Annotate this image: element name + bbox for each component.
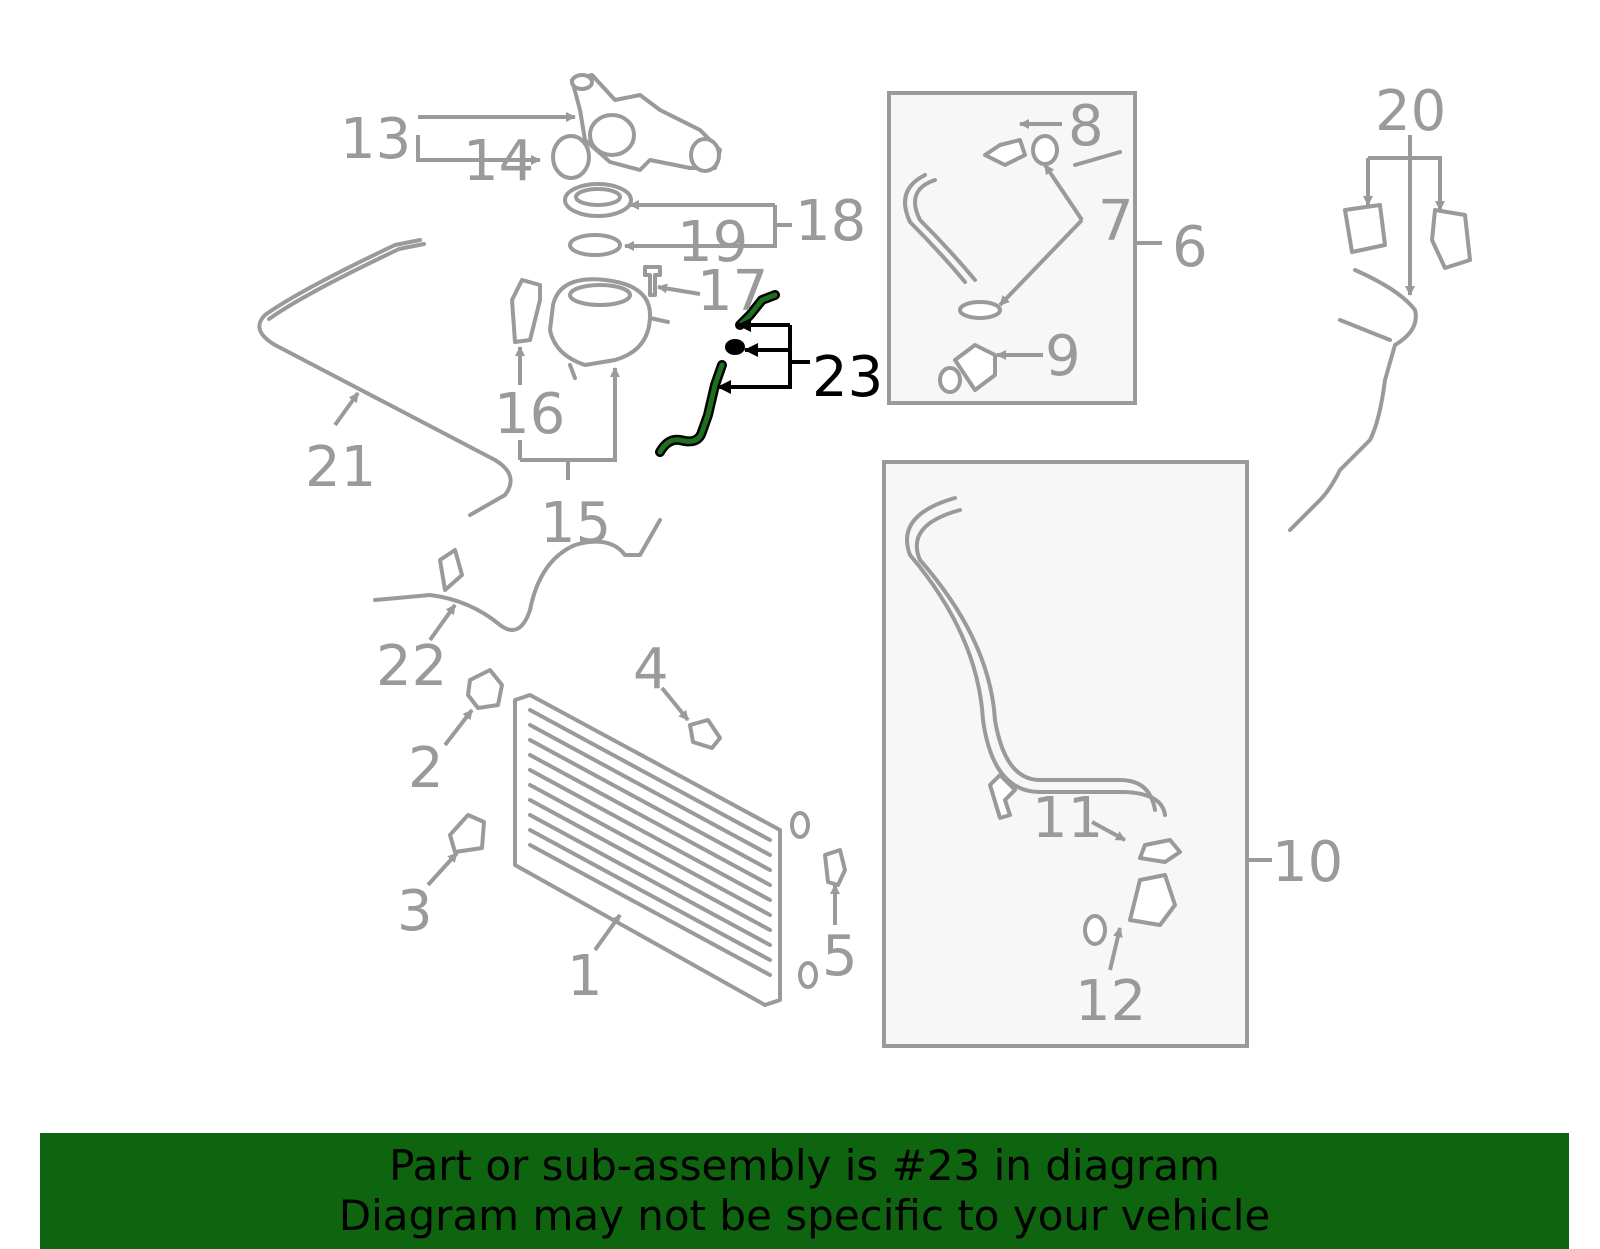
label-9: 9	[1045, 324, 1081, 389]
label-3: 3	[397, 879, 433, 944]
leader-lines	[333, 112, 1445, 971]
label-12: 12	[1075, 969, 1146, 1034]
label-19: 19	[677, 210, 748, 275]
part-elbow-9[interactable]	[953, 343, 997, 392]
part-sensor-16[interactable]	[510, 278, 542, 344]
part-gasket-14[interactable]	[551, 134, 591, 180]
label-11: 11	[1032, 786, 1103, 851]
part-sensor-4[interactable]	[688, 718, 722, 750]
label-6: 6	[1172, 215, 1208, 280]
label-7: 7	[1098, 189, 1134, 254]
label-8: 8	[1068, 94, 1104, 159]
label-23: 23	[812, 345, 883, 410]
group-box-10	[882, 460, 1249, 1048]
label-15: 15	[540, 491, 611, 556]
label-14: 14	[463, 129, 534, 194]
part-reservoir-15[interactable]	[548, 277, 670, 380]
part-hose-6[interactable]	[913, 178, 977, 282]
banner-line-1: Part or sub-assembly is #23 in diagram	[389, 1141, 1220, 1190]
part-bracket-3[interactable]	[448, 813, 486, 854]
info-banner: Part or sub-assembly is #23 in diagram D…	[40, 1133, 1569, 1249]
part-radiator-1[interactable]	[513, 693, 818, 1007]
part-thermostat-housing[interactable]	[570, 73, 722, 173]
part-bracket-2[interactable]	[466, 668, 504, 710]
part-ring-7[interactable]	[1031, 134, 1059, 166]
label-5: 5	[822, 924, 858, 989]
label-4: 4	[633, 637, 669, 702]
label-22: 22	[376, 634, 447, 699]
label-17: 17	[697, 259, 768, 324]
part-valve-assembly-20[interactable]	[1288, 203, 1472, 532]
label-21: 21	[305, 435, 376, 500]
banner-line-2: Diagram may not be specific to your vehi…	[338, 1191, 1271, 1240]
part-fitting-12[interactable]	[1128, 873, 1177, 927]
part-screw-17[interactable]	[643, 265, 662, 297]
label-16: 16	[494, 382, 565, 447]
part-hose-10[interactable]	[914, 508, 1157, 812]
part-seal-19[interactable]	[568, 233, 622, 257]
label-10: 10	[1272, 830, 1343, 895]
label-13: 13	[340, 107, 411, 172]
label-20: 20	[1375, 79, 1446, 144]
leader-lines-23	[717, 318, 810, 394]
part-pipe-22[interactable]	[373, 518, 662, 632]
part-clamp-8[interactable]	[983, 138, 1027, 167]
label-1: 1	[567, 944, 603, 1009]
part-clamp-11[interactable]	[1138, 838, 1182, 864]
part-sensor-5[interactable]	[823, 848, 847, 887]
part-hose-21[interactable]	[257, 238, 513, 517]
label-2: 2	[408, 736, 444, 801]
part-cap-18[interactable]	[563, 182, 633, 218]
label-18: 18	[795, 189, 866, 254]
